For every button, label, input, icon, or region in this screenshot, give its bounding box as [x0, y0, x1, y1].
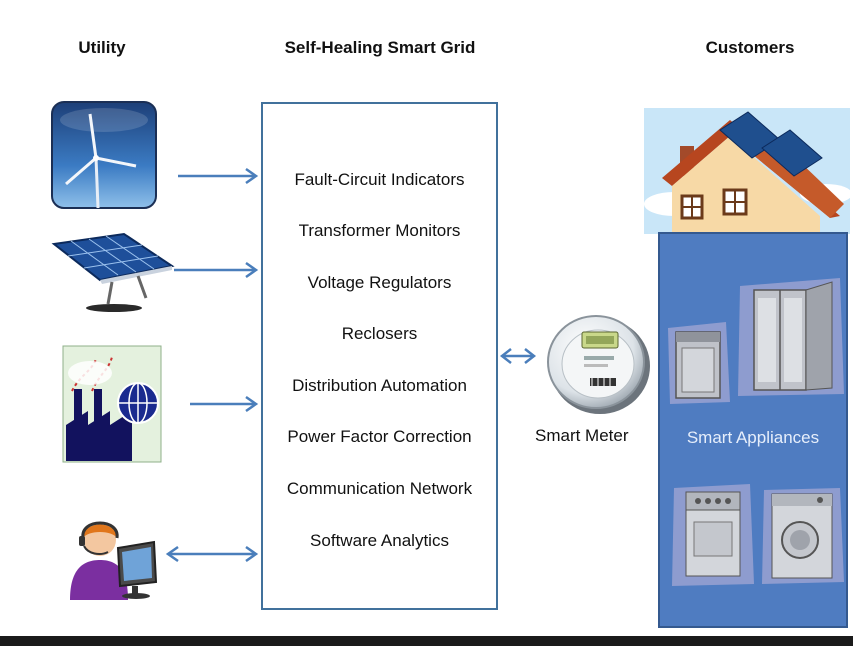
house-icon	[644, 108, 850, 234]
wind-turbine-icon	[51, 101, 157, 209]
arrow-wind-to-grid	[178, 167, 259, 185]
washing-machine-icon	[762, 488, 844, 584]
grid-item-communication-network: Communication Network	[286, 479, 473, 498]
factory-icon	[62, 345, 162, 463]
arrow-solar-to-grid	[174, 261, 259, 279]
refrigerator-icon	[738, 278, 844, 396]
utility-header: Utility	[78, 38, 126, 57]
dishwasher-icon	[668, 322, 730, 404]
grid-header: Self-Healing Smart Grid	[284, 38, 476, 57]
smart-meter-icon	[547, 315, 650, 414]
grid-item-reclosers: Reclosers	[341, 324, 418, 343]
smart-grid-box: Fault-Circuit Indicators Transformer Mon…	[261, 102, 498, 610]
smart-appliances-panel: Smart Appliances	[658, 232, 848, 628]
grid-item-distribution-automation: Distribution Automation	[292, 376, 467, 395]
grid-item-power-factor-correction: Power Factor Correction	[287, 427, 472, 446]
smart-meter-label: Smart Meter	[535, 426, 629, 445]
customers-header: Customers	[705, 38, 795, 57]
arrow-factory-to-grid	[190, 395, 259, 413]
arrow-grid-meter	[499, 348, 537, 364]
smart-appliances-label: Smart Appliances	[686, 428, 820, 447]
grid-item-transformer-monitors: Transformer Monitors	[298, 221, 461, 240]
bottom-bar	[0, 636, 853, 646]
grid-item-fault-circuit-indicators: Fault-Circuit Indicators	[294, 170, 465, 189]
stove-icon	[672, 484, 754, 586]
solar-panel-icon	[51, 232, 175, 312]
grid-item-voltage-regulators: Voltage Regulators	[307, 273, 452, 292]
operator-icon	[70, 521, 158, 600]
arrow-operator-grid	[165, 545, 259, 563]
grid-item-software-analytics: Software Analytics	[310, 531, 449, 550]
